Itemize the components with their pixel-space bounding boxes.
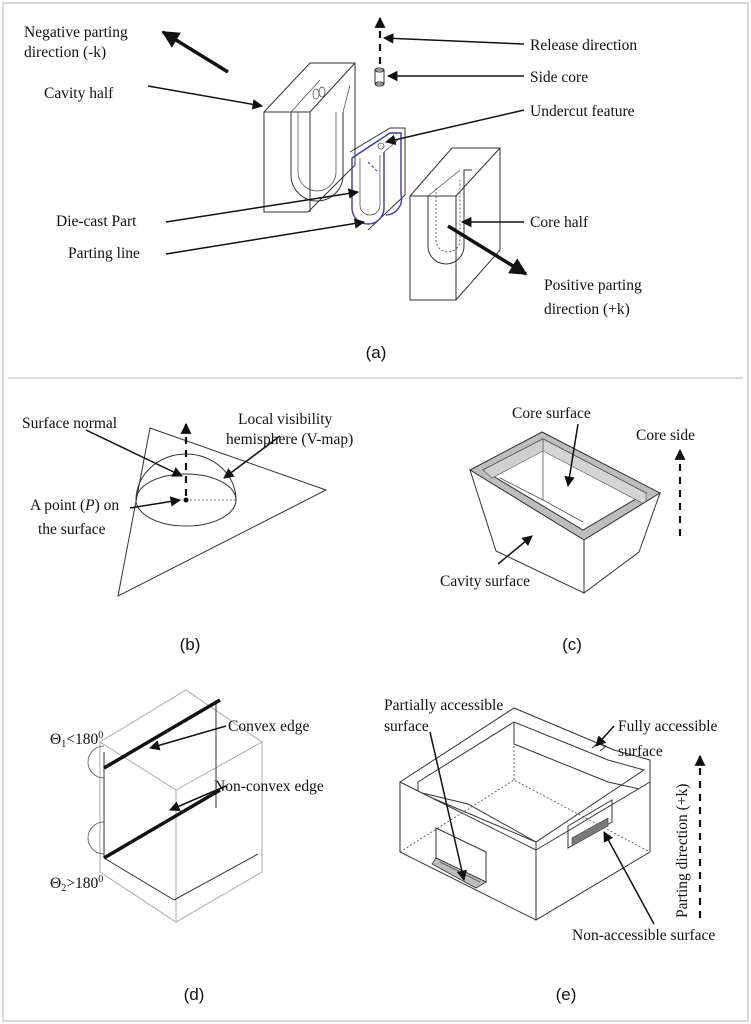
convex-edge-leader <box>148 725 227 751</box>
caption-b: (b) <box>180 635 201 654</box>
label-positive-parting-2: direction (+k) <box>544 301 630 318</box>
non-accessible-surface <box>571 817 609 847</box>
panel-d: Θ1<1800 Θ2>1800 Convex edge Non-convex e… <box>50 689 324 1004</box>
label-convex-edge: Convex edge <box>228 718 309 735</box>
positive-parting-arrow <box>447 224 528 276</box>
caption-e: (e) <box>556 985 577 1004</box>
label-fully-2: surface <box>618 743 663 760</box>
label-positive-parting-1: Positive parting <box>544 277 642 294</box>
non-convex-edge-line <box>103 788 221 860</box>
hemisphere-leader <box>223 435 281 479</box>
label-theta2: Θ2>1800 <box>50 874 103 894</box>
panel-a: Negative parting direction (-k) Cavity h… <box>24 16 642 362</box>
label-core-side: Core side <box>636 427 695 444</box>
release-direction-leader <box>382 33 525 45</box>
label-cavity-half: Cavity half <box>44 85 114 102</box>
cavity-surface-leader <box>497 535 533 565</box>
label-die-cast-part: Die-cast Part <box>56 213 137 230</box>
label-fully-1: Fully accessible <box>618 718 718 735</box>
label-parting-direction: Parting direction (+k) <box>674 784 691 918</box>
core-surface-leader <box>564 423 579 488</box>
side-core <box>374 67 385 87</box>
caption-a: (a) <box>366 343 387 362</box>
label-core-half: Core half <box>530 214 589 231</box>
label-local-visibility-1: Local visibility <box>238 411 333 428</box>
label-undercut-feature: Undercut feature <box>530 103 635 120</box>
parting-line-leader <box>165 218 366 255</box>
undercut-leader <box>384 109 525 145</box>
label-cavity-surface: Cavity surface <box>440 573 530 590</box>
cube-outline <box>99 689 263 923</box>
label-negative-parting-2: direction (-k) <box>24 44 106 61</box>
surface-triangle <box>117 427 328 597</box>
fully-leader <box>595 725 615 747</box>
theta1-angle-arc <box>87 745 105 779</box>
cavity-half-leader <box>147 85 264 110</box>
label-non-accessible: Non-accessible surface <box>572 927 715 944</box>
non-accessible-leader <box>603 831 655 925</box>
label-release-direction: Release direction <box>530 37 637 54</box>
die-cast-part <box>349 127 406 231</box>
label-partially-1: Partially accessible <box>384 697 503 714</box>
point-p <box>183 497 189 503</box>
label-the-surface: the surface <box>38 521 106 538</box>
surface-normal-leader <box>85 429 183 477</box>
label-local-visibility-2: hemisphere (V-map) <box>226 431 353 448</box>
convex-edge-line <box>103 698 221 770</box>
caption-c: (c) <box>562 635 582 654</box>
die-cast-part-leader <box>165 188 360 223</box>
panel-c: Core surface Core side Cavity surface (c… <box>440 405 695 654</box>
label-partially-2: surface <box>384 718 429 735</box>
label-negative-parting-1: Negative parting <box>24 24 128 41</box>
label-surface-normal: Surface normal <box>22 415 117 432</box>
cavity-half-block <box>263 62 356 213</box>
core-half-block <box>409 147 501 301</box>
point-leader <box>129 496 182 509</box>
label-core-surface: Core surface <box>512 405 591 422</box>
label-side-core: Side core <box>530 69 588 86</box>
caption-d: (d) <box>184 985 205 1004</box>
panel-b: Surface normal Local visibility hemisphe… <box>22 411 353 654</box>
label-parting-line: Parting line <box>68 245 140 262</box>
label-theta1: Θ1<1800 <box>50 730 103 750</box>
theta2-angle-arc <box>87 821 105 855</box>
panel-e: Partially accessible surface Fully acces… <box>384 697 718 1004</box>
partially-leader <box>429 731 468 882</box>
negative-parting-arrow <box>161 30 229 74</box>
tray-body <box>399 707 651 921</box>
label-non-convex-edge: Non-convex edge <box>214 778 324 795</box>
non-convex-edge-leader <box>169 785 227 812</box>
label-point: A point (P) on <box>30 497 119 514</box>
